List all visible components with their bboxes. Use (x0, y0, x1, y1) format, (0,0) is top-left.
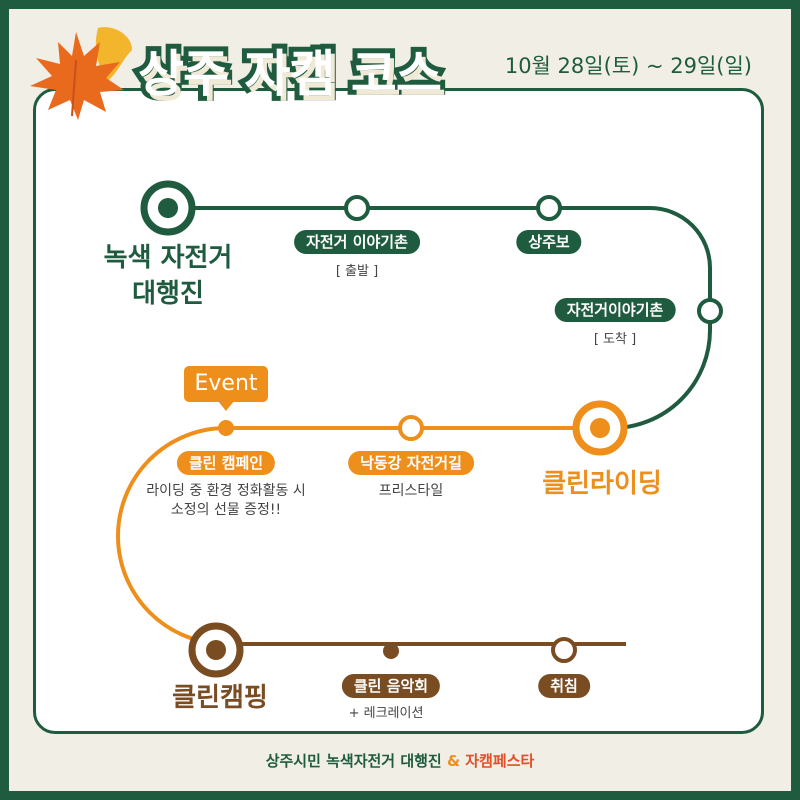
clean-riding-label: 클린라이딩 (542, 469, 662, 499)
stop-depart-note: [ 출발 ] (335, 264, 379, 279)
clean-campaign-marker (218, 420, 234, 436)
page-title: 상주 자캠 코스 (133, 40, 447, 108)
concert-note: + 레크레이션 (348, 706, 424, 721)
clean-camping-label: 클린캠핑 (172, 683, 268, 713)
concert-marker (383, 643, 399, 659)
event-date: 10월 28일(토) ~ 29일(일) (504, 54, 752, 78)
stop-sangjubo-marker (536, 195, 562, 221)
start-label: 녹색 자전거 대행진 (103, 243, 233, 309)
maple-leaf-icon (30, 27, 132, 120)
stop-arrive-marker (697, 298, 723, 324)
sleep-marker (551, 637, 577, 663)
nakdong-note: 프리스타일 (378, 483, 444, 499)
route-line-orange (116, 426, 588, 646)
footer-festival: 자캠페스타 (465, 752, 535, 770)
event-badge: Event (184, 366, 268, 411)
clean-campaign-note: 라이딩 중 환경 정화활동 시 소정의 선물 증정!! (146, 483, 306, 518)
concert-label: 클린 음악회 (341, 674, 441, 698)
footer-amp: & (446, 752, 461, 770)
footer-caption: 상주시민 녹색자전거 대행진 & 자캠페스타 (0, 750, 800, 771)
nakdong-label: 낙동강 자전거길 (348, 451, 474, 475)
nakdong-marker (398, 415, 424, 441)
stop-depart-label: 자전거 이야기촌 (294, 230, 420, 254)
clean-campaign-label: 클린 캠페인 (176, 451, 276, 475)
route-line-green (168, 206, 712, 430)
stop-depart-marker (344, 195, 370, 221)
stop-sangjubo-label: 상주보 (516, 230, 582, 254)
stop-arrive-label: 자전거이야기촌 (554, 298, 676, 322)
footer-organizer: 상주시민 녹색자전거 대행진 (265, 752, 442, 770)
stop-arrive-note: [ 도착 ] (593, 332, 637, 347)
sleep-label: 취침 (538, 674, 590, 698)
